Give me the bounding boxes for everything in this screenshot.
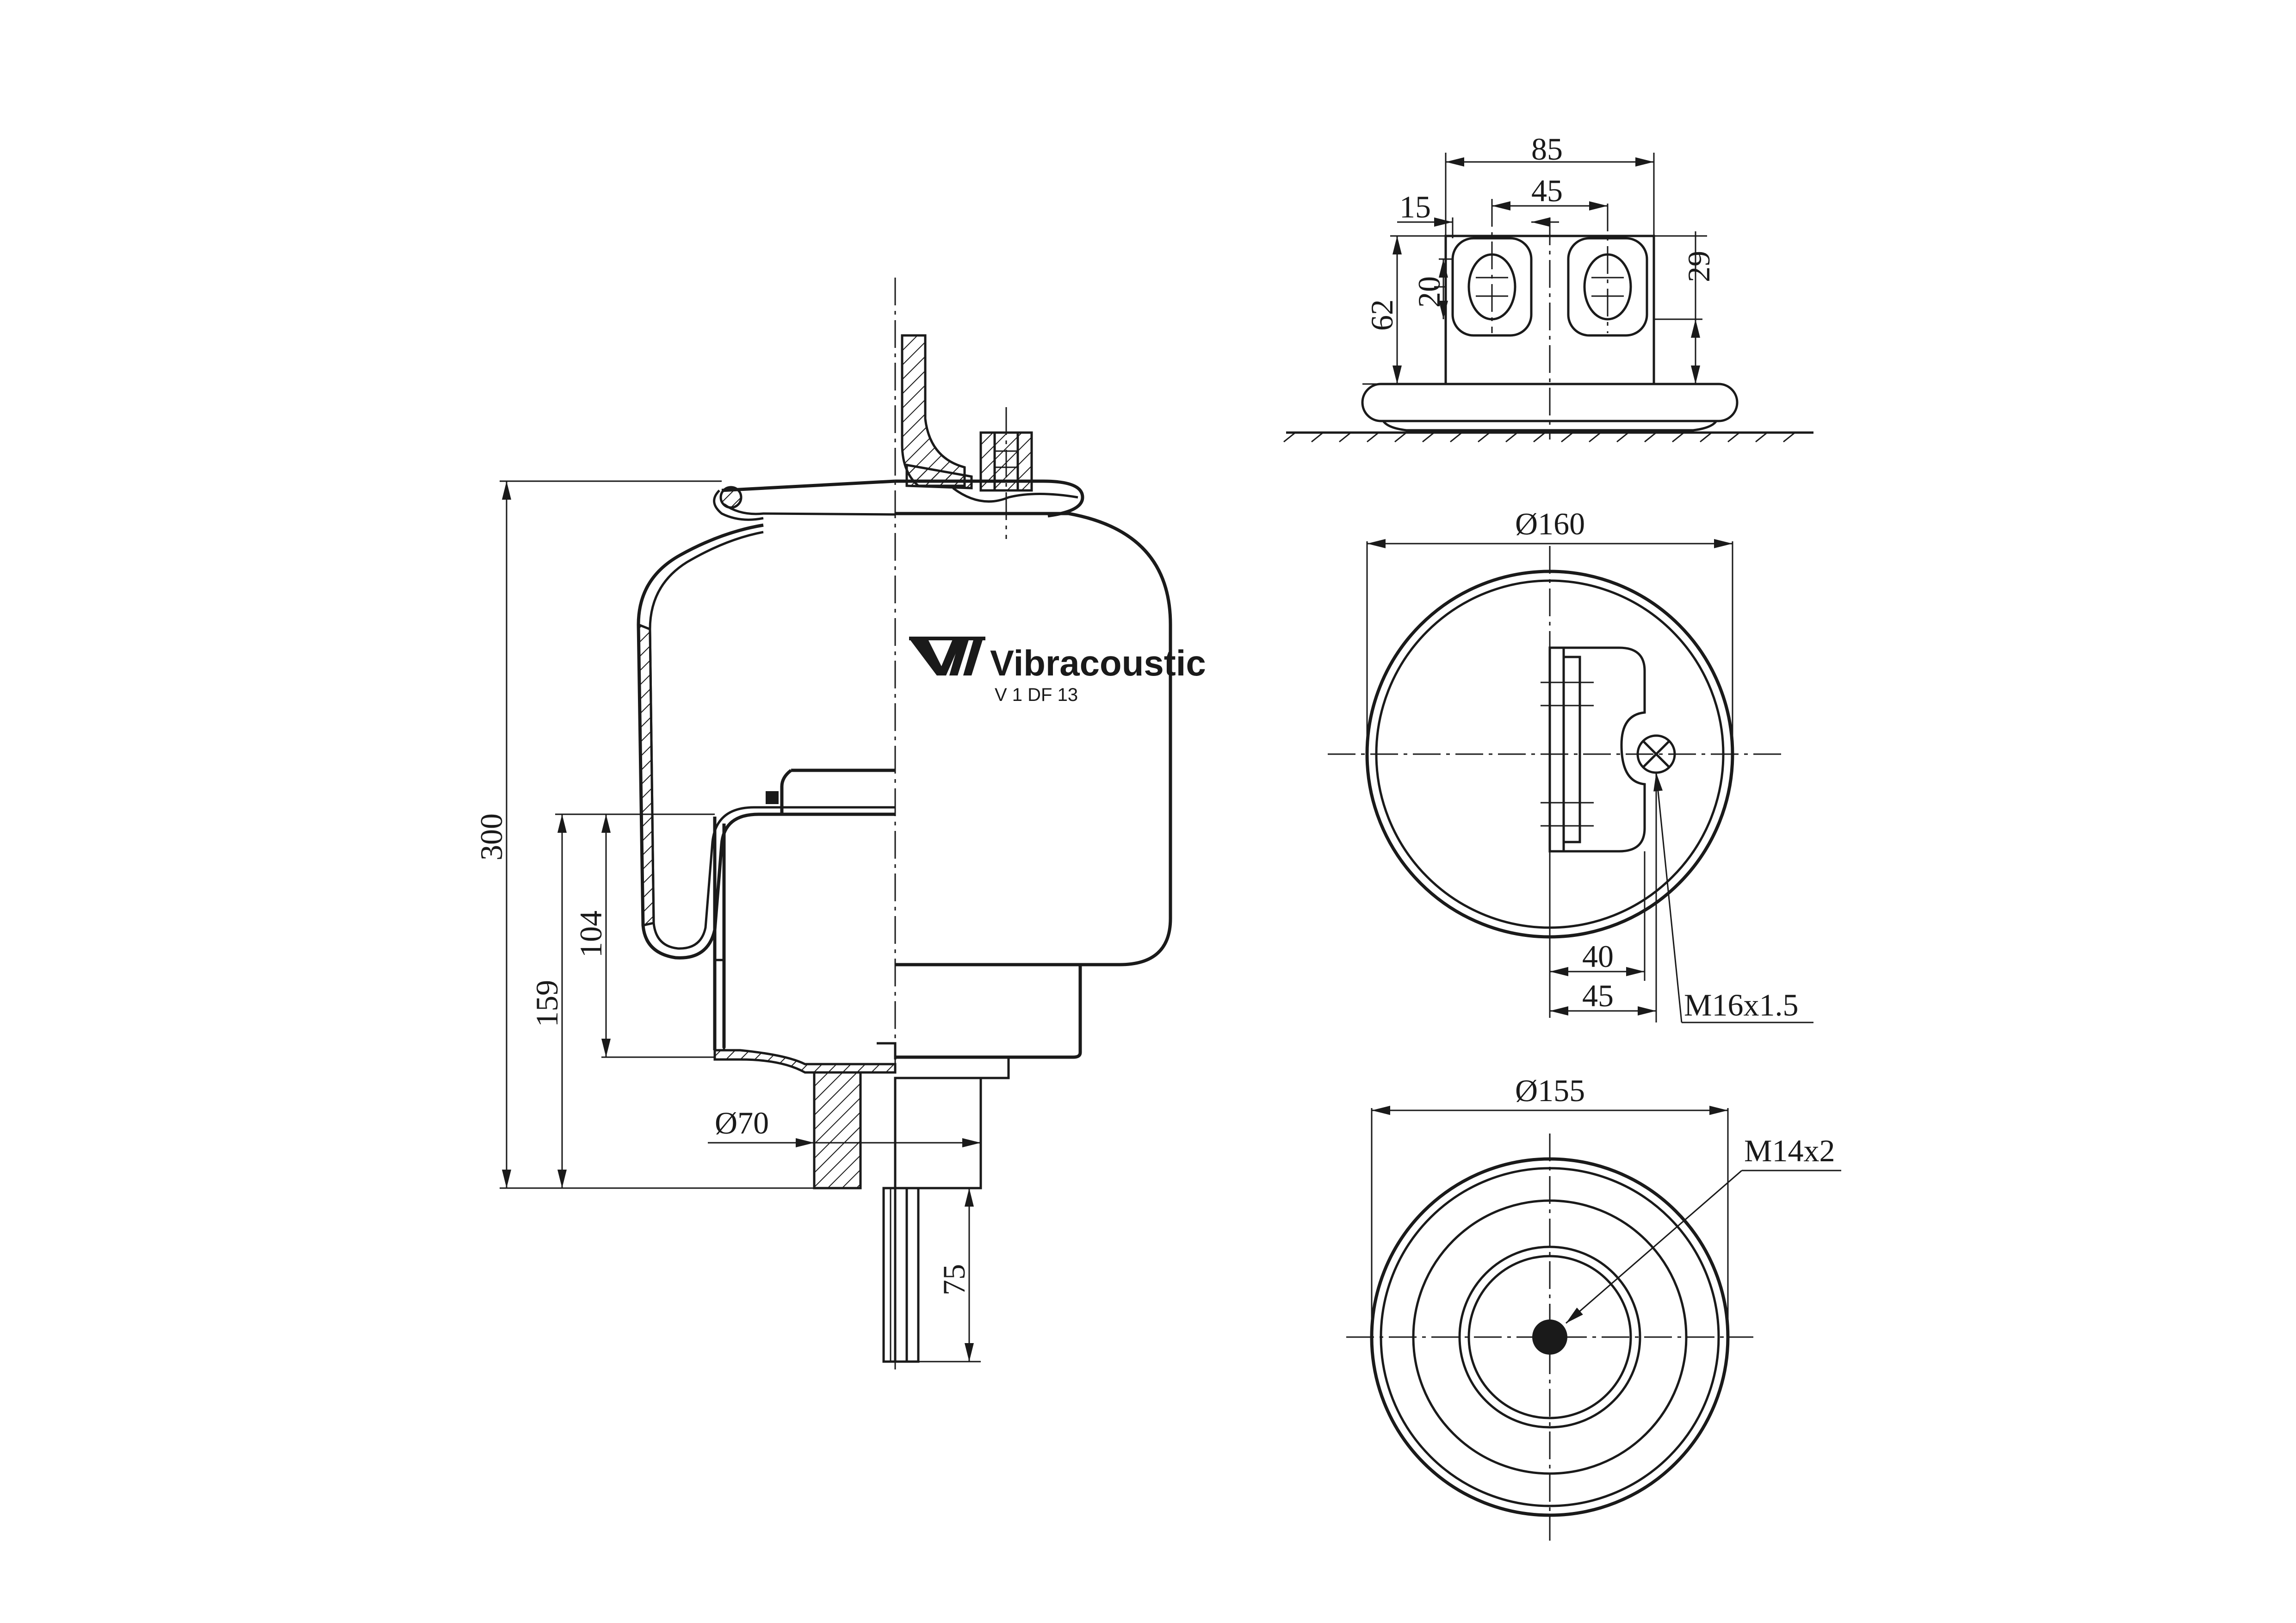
top-bead-inner bbox=[723, 503, 896, 516]
dim-85-label: 85 bbox=[1531, 131, 1563, 167]
dim-d155-label: Ø155 bbox=[1515, 1073, 1585, 1108]
bellows-wall-left bbox=[637, 523, 895, 960]
dimension-d155: Ø155 bbox=[1371, 1073, 1729, 1337]
dimension-29: 29 bbox=[1654, 231, 1716, 384]
ground-hatch bbox=[1283, 432, 1795, 443]
dim-40-label: 40 bbox=[1582, 939, 1614, 974]
m14-label: M14x2 bbox=[1744, 1133, 1835, 1168]
dim-159-label: 159 bbox=[529, 980, 564, 1027]
dimension-40-45: 40 45 bbox=[1549, 773, 1657, 1022]
model-number: V 1 DF 13 bbox=[995, 685, 1078, 705]
top-plate bbox=[721, 479, 896, 492]
top-view: Ø160 40 45 M16x1.5 bbox=[1328, 506, 1813, 1023]
dimension-85: 85 bbox=[1445, 131, 1655, 236]
dimension-15: 15 bbox=[1397, 189, 1559, 238]
dim-300-label: 300 bbox=[474, 813, 509, 861]
bellows-wall-left-inner bbox=[649, 531, 895, 950]
bead-wire-left bbox=[719, 486, 743, 509]
piston-body-left bbox=[713, 768, 895, 1050]
dim-75-label: 75 bbox=[936, 1264, 972, 1295]
dimension-20: 20 bbox=[1411, 258, 1453, 319]
vibracoustic-logo bbox=[909, 637, 985, 675]
dim-62-label: 62 bbox=[1364, 299, 1399, 331]
dimension-104: 104 bbox=[573, 814, 715, 1058]
piston-clamp bbox=[766, 791, 779, 804]
callout-m16: M16x1.5 bbox=[1653, 772, 1813, 1023]
lower-mount-block bbox=[813, 1071, 862, 1189]
dim-29-label: 29 bbox=[1681, 251, 1716, 282]
dim-104-label: 104 bbox=[573, 911, 608, 958]
mounting-bracket bbox=[901, 334, 966, 487]
bellows-outer-right bbox=[895, 512, 1172, 966]
dimension-300: 300 bbox=[474, 480, 814, 1189]
dimension-45-top: 45 bbox=[1492, 173, 1608, 211]
dim-20-label: 20 bbox=[1411, 276, 1447, 308]
dim-15-label: 15 bbox=[1399, 189, 1431, 224]
bottom-view: Ø155 M14x2 bbox=[1346, 1073, 1841, 1541]
lower-mount-right bbox=[894, 1077, 982, 1189]
dim-d70-label: Ø70 bbox=[715, 1105, 769, 1140]
side-view: Vibracoustic V 1 DF 13 300 159 104 Ø70 bbox=[474, 278, 1206, 1369]
dimension-62: 62 bbox=[1362, 235, 1446, 385]
dim-d160-label: Ø160 bbox=[1515, 506, 1585, 541]
dim-45-plan-label: 45 bbox=[1582, 978, 1614, 1013]
dimension-75: 75 bbox=[907, 1188, 981, 1363]
dim-45-top-label: 45 bbox=[1531, 173, 1563, 208]
dimension-d160: Ø160 bbox=[1366, 506, 1733, 754]
dimension-159: 159 bbox=[529, 813, 715, 1188]
piston-right bbox=[895, 963, 1082, 1059]
brand-name: Vibracoustic bbox=[990, 643, 1206, 683]
callout-m14: M14x2 bbox=[1566, 1133, 1841, 1324]
m16-label: M16x1.5 bbox=[1684, 987, 1798, 1022]
plate-plan bbox=[1548, 646, 1646, 853]
dimension-d70: Ø70 bbox=[708, 1105, 981, 1147]
bolt-slot-left bbox=[1451, 237, 1533, 337]
top-plate-view: 85 45 15 20 62 bbox=[1283, 131, 1813, 443]
